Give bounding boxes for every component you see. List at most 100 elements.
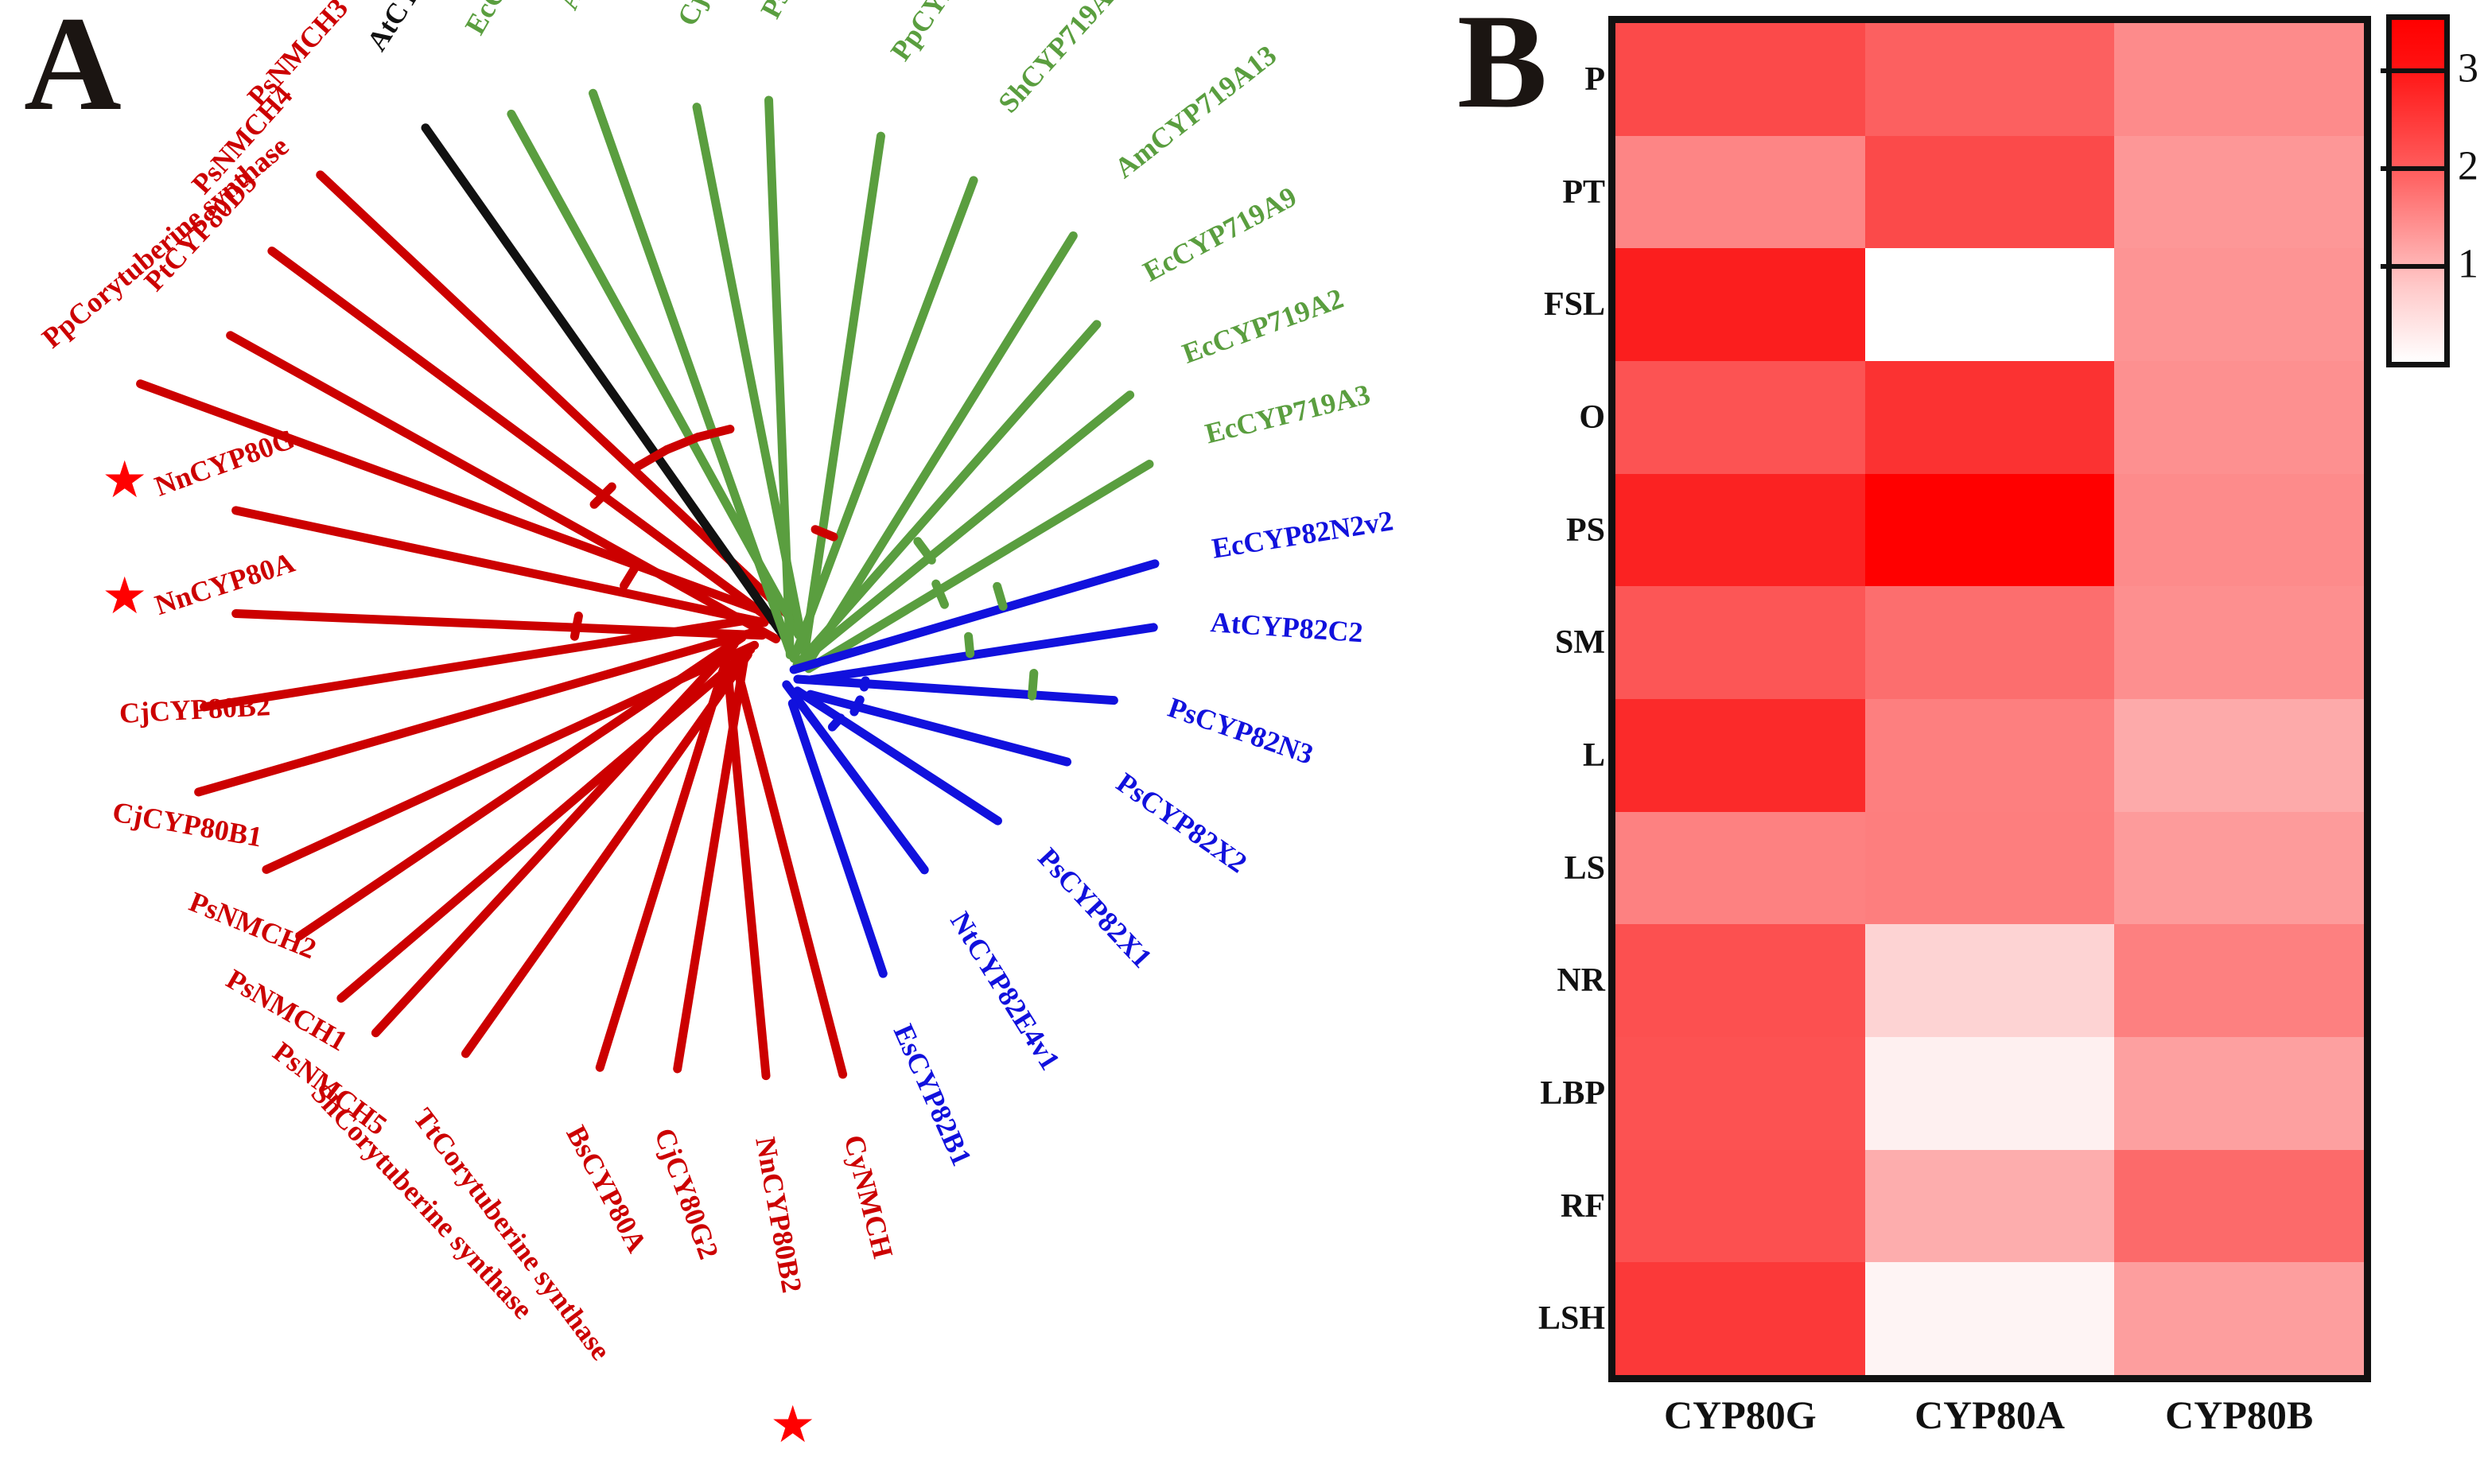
tree-tip-label: CjCYP80B2 (118, 690, 271, 729)
heatmap-cell (1864, 248, 2115, 361)
heatmap-cell (2114, 135, 2364, 249)
tree-branch (136, 379, 776, 620)
heatmap-column-label: CYP80G (1664, 1393, 1817, 1437)
heatmap-row-label: L (1582, 736, 1605, 774)
heatmap-cell (1615, 1037, 1865, 1150)
tree-branch (800, 131, 885, 658)
tree-branch (806, 623, 1158, 685)
panel-b-letter: B (1457, 0, 1548, 136)
heatmap-cell (1615, 811, 1865, 925)
heatmap-row-label: FSL (1543, 286, 1605, 324)
colorbar-tick-label: 2 (2458, 143, 2478, 189)
heatmap-cell (1864, 361, 2115, 474)
tree-branch (859, 676, 870, 692)
tree-branch (789, 176, 978, 663)
heatmap-cell (1864, 1149, 2115, 1263)
heatmap-row-label: O (1579, 398, 1605, 436)
tree-branch (722, 658, 771, 1081)
tree-branch (913, 537, 936, 565)
tree-branch (461, 650, 752, 1059)
heatmap-cell (2114, 1037, 2364, 1150)
heatmap-cell (2114, 586, 2364, 699)
heatmap-cell (1615, 924, 1865, 1037)
heatmap-grid (1608, 16, 2371, 1382)
heatmap-cell (2114, 248, 2364, 361)
tree-branch (633, 445, 671, 471)
heatmap-row-label: LBP (1540, 1074, 1605, 1112)
tree-branch (993, 581, 1008, 611)
tree-branch (789, 559, 1160, 674)
tree-branch (226, 331, 781, 643)
tree-branch (194, 628, 756, 797)
heatmap-row-label: SM (1555, 624, 1605, 662)
heatmap-cell (1864, 924, 2115, 1037)
colorbar-tick (2381, 166, 2444, 172)
colorbar-gradient (2386, 14, 2450, 367)
heatmap-cell (1864, 23, 2115, 136)
heatmap-cell (2114, 473, 2364, 587)
tree-branch (267, 247, 788, 633)
tree-branch (807, 231, 1078, 663)
colorbar-tick (2381, 264, 2444, 270)
heatmap-row-label: NR (1557, 962, 1605, 1000)
tree-branch (569, 612, 583, 641)
heatmap-row-label: PT (1562, 173, 1605, 211)
heatmap-cell (1615, 1149, 1865, 1263)
panel-a-letter: A (24, 0, 122, 138)
tree-branch (793, 686, 1002, 826)
tree-branch (931, 579, 949, 609)
heatmap-cell (1864, 135, 2115, 249)
tree-branch (200, 615, 755, 712)
heatmap-cell (2114, 23, 2364, 136)
heatmap-row-label: LSH (1537, 1300, 1605, 1338)
tree-branch (693, 425, 735, 442)
tree-branch (782, 680, 929, 875)
tree-branch (231, 506, 769, 627)
heatmap-cell (2114, 811, 2364, 925)
tree-branch (336, 645, 756, 1003)
heatmap-cell (1864, 699, 2115, 812)
tree-branch (793, 674, 1118, 705)
heatmap-column-label: CYP80A (1915, 1393, 2065, 1437)
heatmap-cell (1615, 1262, 1865, 1375)
heatmap-cell (2114, 924, 2364, 1037)
tree-branch (620, 564, 639, 590)
tree-branch (589, 88, 794, 654)
tree-branch (795, 320, 1102, 667)
tree-branch (849, 695, 865, 717)
tree-branch (827, 713, 845, 732)
heatmap-cell (1864, 1262, 2115, 1375)
tree-branch (421, 123, 792, 646)
tree-branch (964, 631, 975, 658)
heatmap-cell (1864, 1037, 2115, 1150)
colorbar-tick-label: 1 (2458, 241, 2478, 287)
tree-branch (792, 390, 1135, 670)
star-icon: ★ (102, 567, 148, 626)
tree-branch (662, 433, 702, 454)
heatmap-cell (1864, 586, 2115, 699)
tree-svg (136, 88, 1160, 1081)
colorbar-tick-label: 3 (2458, 45, 2478, 91)
tree-branch (732, 662, 848, 1079)
tree-branch (371, 639, 739, 1038)
heatmap-cell (2114, 1149, 2364, 1263)
star-icon: ★ (770, 1396, 816, 1455)
tree-branch (787, 698, 888, 978)
heatmap-row-label: LS (1564, 849, 1605, 887)
heatmap-cell (2114, 1262, 2364, 1375)
tree-branch (316, 170, 798, 624)
heatmap-cell (1615, 361, 1865, 474)
heatmap-row-label: PS (1565, 511, 1605, 549)
tree-branch (811, 525, 838, 542)
heatmap-cell (1864, 811, 2115, 925)
heatmap-cell (1615, 248, 1865, 361)
tree-branch (589, 482, 616, 509)
tree-branch (804, 460, 1154, 674)
heatmap-cell (2114, 699, 2364, 812)
tree-branch (1028, 669, 1039, 701)
heatmap-column-label: CYP80B (2165, 1393, 2314, 1437)
star-icon: ★ (102, 451, 148, 510)
heatmap-row-label: RF (1561, 1187, 1605, 1225)
